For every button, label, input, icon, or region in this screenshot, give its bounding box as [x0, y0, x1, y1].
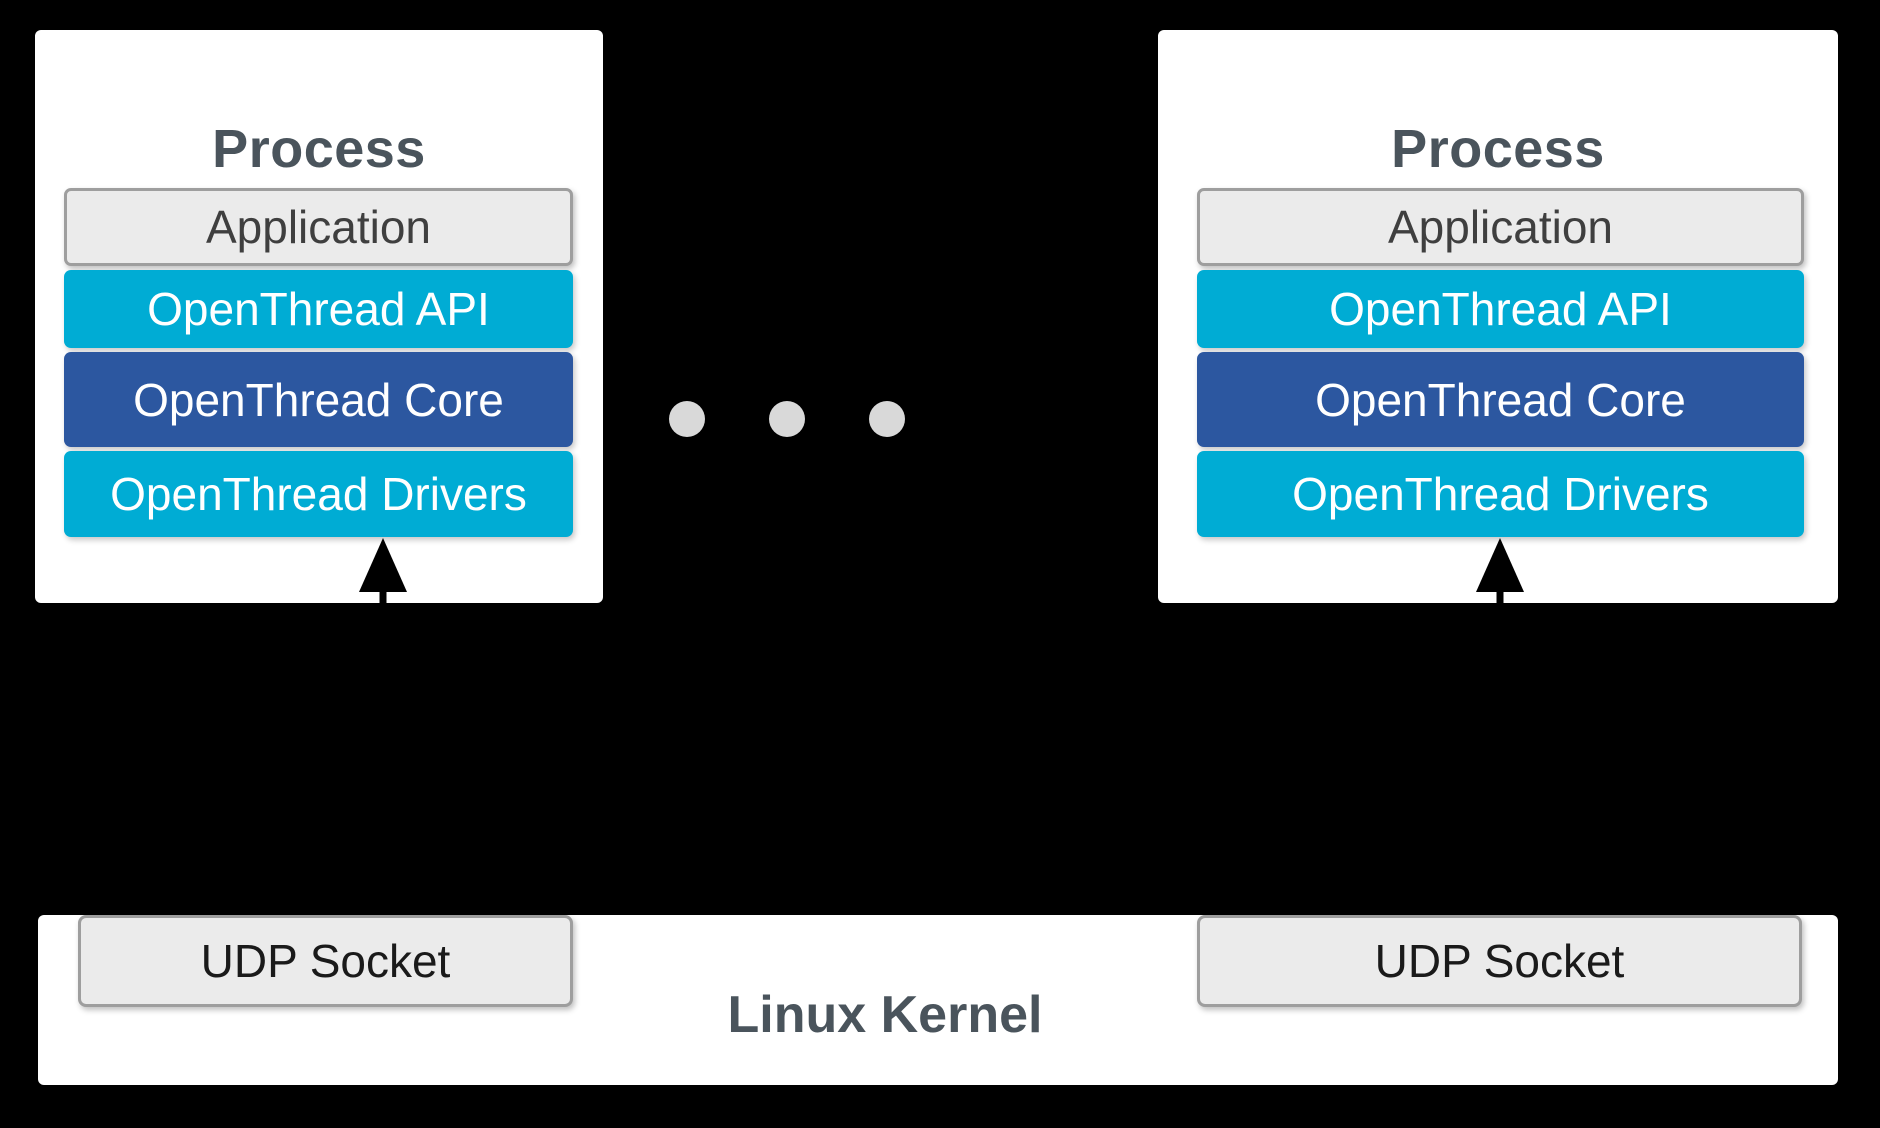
layer-openthread-core-right: OpenThread Core — [1197, 352, 1804, 447]
udp-socket-label: UDP Socket — [1374, 935, 1625, 987]
layer-openthread-core-label: OpenThread Core — [1315, 373, 1686, 426]
layer-application-label: Application — [205, 201, 432, 253]
layer-openthread-core-left: OpenThread Core — [64, 352, 573, 447]
udp-socket-box-right: UDP Socket — [1197, 915, 1802, 1007]
layer-openthread-drivers-left: OpenThread Drivers — [64, 451, 573, 537]
layer-application-right: Application — [1197, 188, 1804, 266]
layer-openthread-api-label: OpenThread API — [147, 283, 490, 335]
ellipsis-dot-2 — [769, 401, 805, 437]
layer-openthread-core-label: OpenThread Core — [133, 373, 504, 426]
arrow-socket-to-drivers-right — [1476, 538, 1524, 720]
ellipsis-dot-3 — [869, 401, 905, 437]
layer-openthread-api-label: OpenThread API — [1329, 283, 1672, 335]
ellipsis-dot-1 — [669, 401, 705, 437]
process-title-right: Process — [1391, 119, 1605, 179]
udp-socket-box-left: UDP Socket — [78, 915, 573, 1007]
layer-application-label: Application — [1387, 201, 1614, 253]
udp-socket-label: UDP Socket — [200, 935, 451, 987]
layer-application-left: Application — [64, 188, 573, 266]
kernel-title: Linux Kernel — [727, 986, 1043, 1044]
layer-openthread-api-right: OpenThread API — [1197, 270, 1804, 348]
layer-openthread-api-left: OpenThread API — [64, 270, 573, 348]
arrow-socket-to-drivers-left — [359, 538, 407, 720]
layer-openthread-drivers-right: OpenThread Drivers — [1197, 451, 1804, 537]
layer-openthread-drivers-label: OpenThread Drivers — [110, 468, 527, 520]
layer-openthread-drivers-label: OpenThread Drivers — [1292, 468, 1709, 520]
process-title-left: Process — [212, 119, 426, 179]
